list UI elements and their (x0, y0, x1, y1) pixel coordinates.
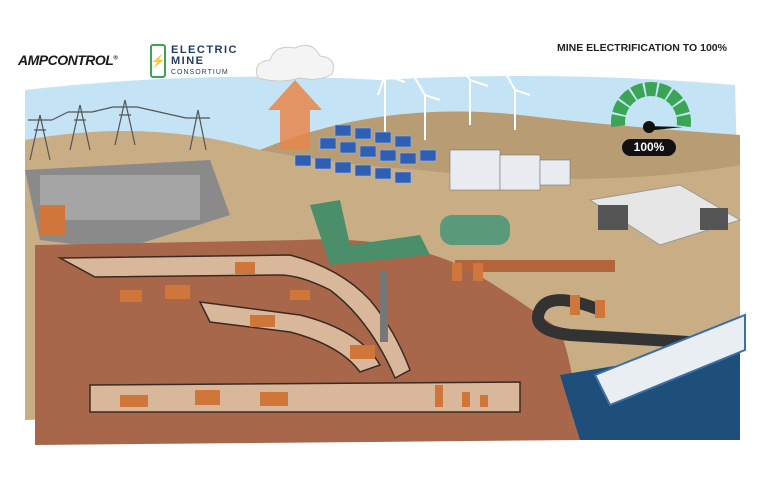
gauge-hub (643, 121, 655, 133)
transmission-towers (28, 99, 210, 161)
electric-mine-consortium-logo: ⚡ ELECTRIC MINE CONSORTIUM (150, 44, 238, 78)
ball-mill (440, 215, 510, 245)
substation-equipment (40, 175, 200, 220)
gauge-value: 100% (622, 139, 676, 156)
lightning-icon: ⚡ (150, 44, 166, 78)
gauge-title: MINE ELECTRIFICATION TO 100% (557, 42, 727, 54)
processing-plant (310, 200, 430, 265)
ampcontrol-logo: AMPCONTROL® (18, 52, 118, 68)
ship (593, 313, 746, 407)
far-hill (260, 111, 740, 179)
gauge-segment (676, 114, 691, 128)
server-racks-2 (700, 208, 728, 230)
gauge-segment (618, 89, 637, 107)
gauge-segment (656, 82, 672, 100)
gauge-segment (644, 82, 658, 97)
upward-arrow-icon (268, 80, 322, 150)
gauge-segment (612, 100, 630, 116)
transformer (40, 205, 65, 235)
mine-shaft (380, 272, 388, 342)
mining-equipment (120, 262, 605, 407)
electrification-gauge (611, 82, 691, 133)
ore-train (455, 260, 615, 272)
gauge-segment (611, 114, 626, 128)
battery-storage (449, 149, 571, 191)
cloud-icon (256, 44, 334, 82)
emc-line1: ELECTRIC (171, 43, 238, 56)
solar-panels (294, 124, 437, 184)
emc-line2: MINE (171, 54, 205, 67)
gauge-segment (672, 100, 690, 116)
emc-line3: CONSORTIUM (171, 68, 229, 76)
wind-turbines (371, 54, 531, 140)
gauge-segment (665, 89, 684, 107)
server-racks (598, 205, 628, 230)
gauge-segment (630, 82, 646, 100)
